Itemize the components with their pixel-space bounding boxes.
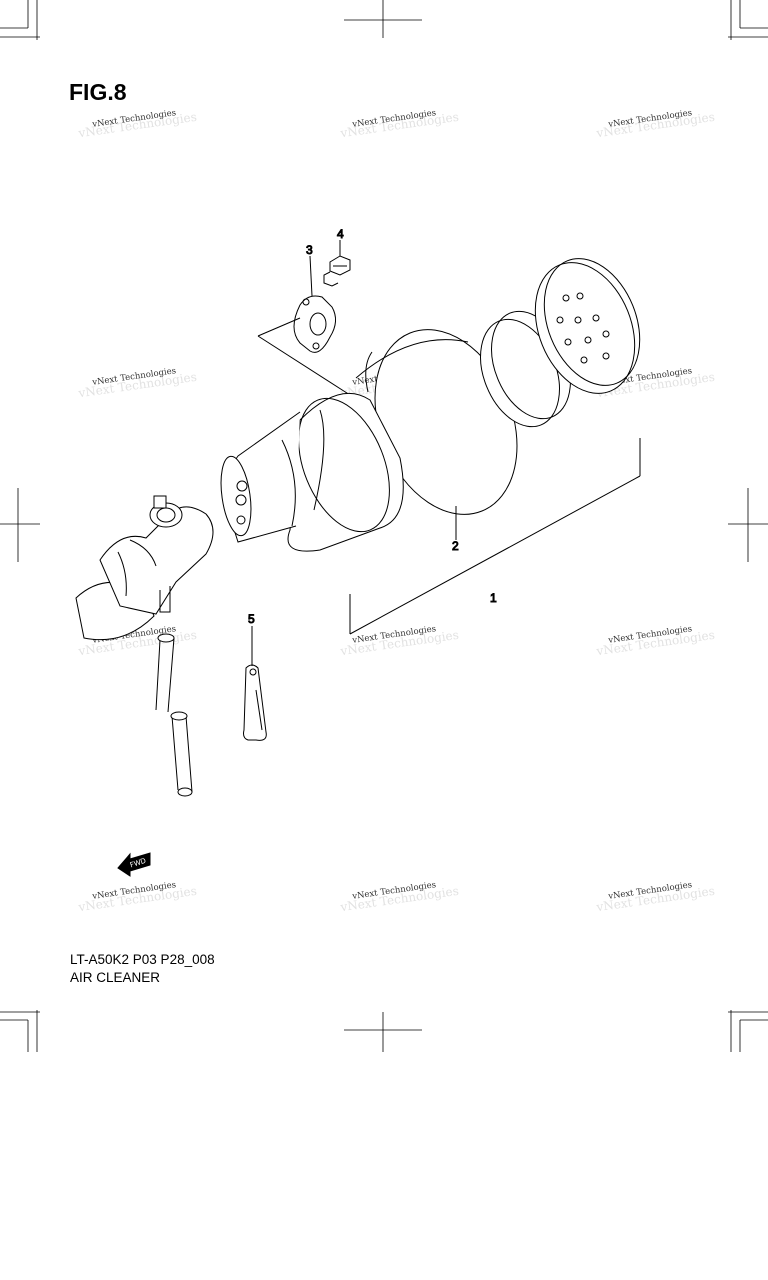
registration-marks: [0, 0, 768, 1052]
filter-band: [480, 310, 571, 428]
callout-1: 1: [490, 591, 497, 605]
figure-name: AIR CLEANER: [70, 970, 161, 985]
clamp-part-5: [243, 664, 267, 741]
air-cleaner-case: [220, 392, 404, 552]
fwd-arrow-icon: FWD: [117, 852, 151, 877]
callout-2: 2: [452, 539, 459, 553]
carburetor: [75, 495, 214, 641]
gasket-part-3: [257, 295, 351, 396]
figure-title: FIG.8: [69, 79, 127, 105]
cleaner-cover: [534, 258, 641, 394]
callout-leaders: [251, 240, 641, 666]
callout-3: 3: [306, 243, 313, 257]
callout-4: 4: [337, 227, 344, 241]
bolt-part-4: [323, 255, 351, 287]
hose: [155, 633, 193, 797]
callout-5: 5: [248, 612, 255, 626]
callouts: 1 2 3 4 5: [248, 227, 498, 627]
figure-code: LT-A50K2 P03 P28_008: [70, 952, 215, 967]
